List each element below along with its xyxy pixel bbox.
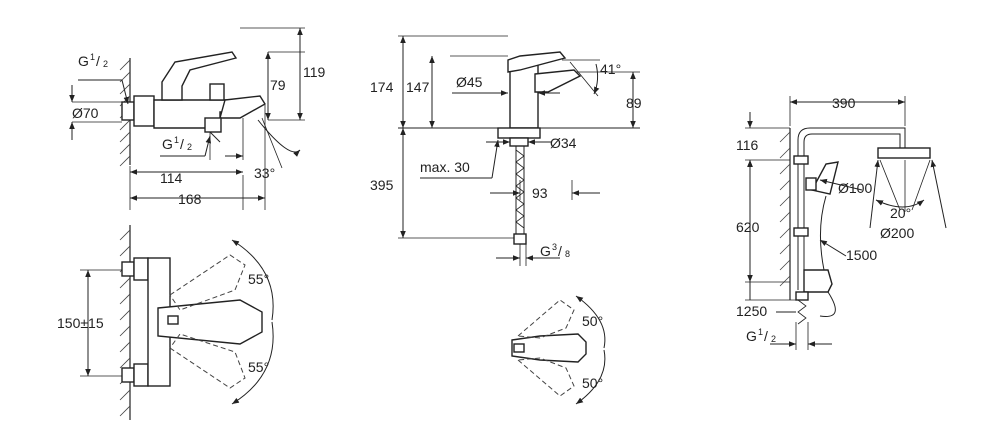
- wall-hatching-shower: [779, 131, 791, 287]
- dim-max-30: max. 30: [420, 159, 470, 175]
- dim-1250: 1250: [736, 303, 767, 319]
- fixing-nut: [509, 137, 529, 147]
- dim-diameter-34: Ø34: [550, 135, 577, 151]
- hose-thread-num: 3: [552, 242, 557, 252]
- basin-lever-rotated-down: [516, 357, 575, 397]
- bottom-connector: [795, 291, 809, 301]
- svg-text:/: /: [180, 136, 184, 152]
- thread-g-label: G: [78, 53, 89, 69]
- angle-20: 20°: [890, 205, 911, 221]
- dim-147: 147: [406, 79, 430, 95]
- basin-lever-rotated-up: [516, 299, 575, 339]
- upper-connector: [121, 261, 135, 277]
- lever-handle: [161, 51, 238, 101]
- diverter-knob: [209, 83, 225, 101]
- dim-114: 114: [160, 170, 183, 186]
- upper-escutcheon: [133, 257, 149, 281]
- spout-thread-g: G: [162, 136, 173, 152]
- basin-mixer-body: [509, 63, 539, 129]
- wall-bracket-mid: [793, 227, 809, 237]
- thread-num: 1: [90, 52, 95, 62]
- angle-55-bottom: 55°: [248, 359, 269, 375]
- angle-55-top: 55°: [248, 271, 269, 287]
- shower-system-view: 390 116 620 Ø100 20° Ø200 1500 1250 G 1 …: [736, 95, 947, 350]
- shower-pipe-inner: [803, 133, 901, 290]
- dim-395: 395: [370, 177, 394, 193]
- lever-rotated-down: [169, 333, 246, 389]
- wall-bracket-top: [793, 155, 809, 165]
- dim-diameter-200: Ø200: [880, 225, 914, 241]
- dim-168: 168: [178, 191, 202, 207]
- lever-cap: [167, 315, 179, 325]
- dim-620: 620: [736, 219, 760, 235]
- angle-50-bottom: 50°: [582, 375, 603, 391]
- dim-174: 174: [370, 79, 394, 95]
- angle-33: 33°: [254, 165, 275, 181]
- hose-thread-den: 8: [565, 249, 570, 259]
- shower-thread-num: 1: [758, 327, 763, 337]
- dim-1500: 1500: [846, 247, 877, 263]
- wall-connector: [121, 101, 135, 121]
- svg-text:/: /: [558, 243, 562, 259]
- angle-41: 41°: [600, 61, 621, 77]
- dim-119-label: 119: [303, 64, 326, 80]
- bath-spout: [219, 95, 266, 119]
- spout-outlet: [204, 117, 222, 133]
- dim-79-label: 79: [270, 77, 286, 93]
- lever-top: [157, 299, 263, 345]
- lower-escutcheon: [133, 363, 149, 387]
- spout-thread-num: 1: [174, 135, 179, 145]
- basin-spout: [534, 69, 582, 93]
- shower-thread-g: G: [746, 328, 757, 344]
- svg-text:/: /: [96, 53, 100, 69]
- dim-150-15: 150±15: [57, 315, 104, 331]
- basin-mixer-side-view: 174 147 Ø45 41° 89 Ø34 max. 30 395 93 G …: [370, 35, 642, 266]
- thread-den: 2: [103, 59, 108, 69]
- dim-89: 89: [626, 95, 642, 111]
- hose-thread-g: G: [540, 243, 551, 259]
- wall-hatching-top: [119, 229, 131, 417]
- angle-50-top: 50°: [582, 313, 603, 329]
- shower-thread-den: 2: [771, 334, 776, 344]
- head-shower: [877, 147, 931, 159]
- basin-cap-top: [513, 343, 525, 353]
- hand-shower: [810, 161, 839, 195]
- basin-mixer-top-view: 50° 50°: [511, 295, 606, 405]
- dim-diameter-100: Ø100: [838, 180, 872, 196]
- hose-end: [513, 233, 527, 245]
- shower-pipe-outer: [797, 127, 906, 290]
- svg-text:/: /: [764, 328, 768, 344]
- escutcheon: [133, 95, 155, 127]
- lever-rotated-up: [169, 254, 246, 311]
- hand-shower-holder: [805, 177, 817, 191]
- basin-lever: [507, 51, 567, 73]
- bath-mixer-side-view: 79 119 Ø70 G 1 / 2 G 1 / 2 33° 114 168: [69, 27, 326, 210]
- thermostat-body: [803, 269, 833, 293]
- dim-93: 93: [532, 185, 548, 201]
- dim-diameter-45: Ø45: [456, 74, 483, 90]
- dim-116: 116: [736, 137, 759, 153]
- fixing-plate: [497, 127, 541, 139]
- shower-hose: [819, 195, 827, 271]
- basin-lever-top: [511, 333, 587, 363]
- dim-diameter-70: Ø70: [72, 105, 99, 121]
- dim-390: 390: [832, 95, 856, 111]
- lower-connector: [121, 367, 135, 383]
- spout-thread-den: 2: [187, 142, 192, 152]
- bath-mixer-top-view: 55° 55° 150±15: [57, 225, 274, 420]
